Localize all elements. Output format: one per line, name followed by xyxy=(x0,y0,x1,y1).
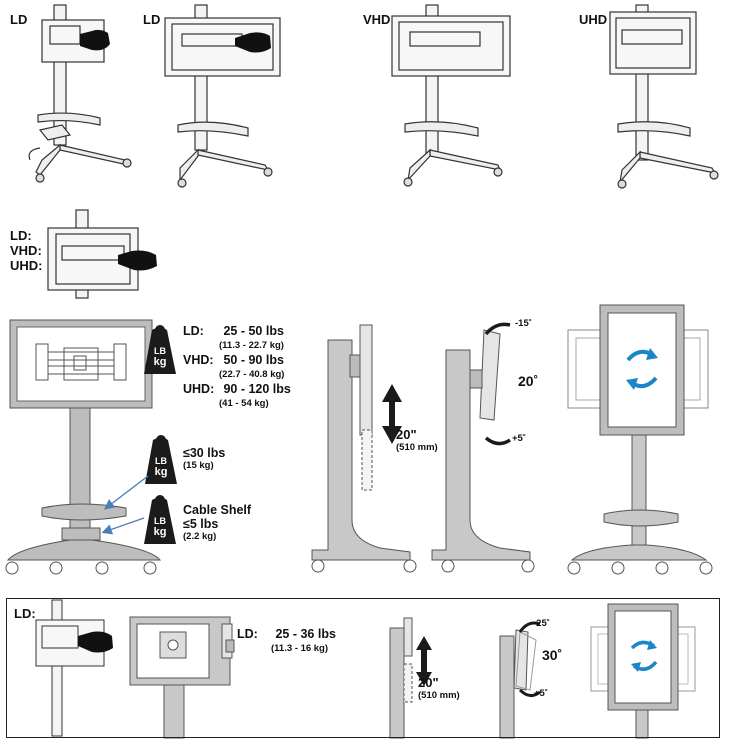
cart-ld-2 xyxy=(164,4,281,188)
bottom-tilt-down: +5˚ xyxy=(534,688,548,699)
cart-vhd xyxy=(391,4,511,187)
mid-labels: LD: VHD: UHD: xyxy=(10,228,43,273)
bottom-tilt-up: -25˚ xyxy=(533,618,550,629)
bottom-rotate-view xyxy=(590,603,696,739)
mid-label-vhd: VHD: xyxy=(10,243,42,258)
tilt-down-label: +5˚ xyxy=(512,433,526,444)
top-label-ld-2: LD xyxy=(143,12,161,27)
rotate-cart xyxy=(567,304,713,575)
rotate-arrow-down-icon xyxy=(484,436,511,446)
mid-label-ld: LD: xyxy=(10,228,32,243)
rotate-arrows-icon xyxy=(626,348,658,390)
weight-cart xyxy=(5,319,162,575)
rotate-arrow-up-icon xyxy=(484,322,511,336)
cart-ld-1 xyxy=(28,4,132,183)
hand-pointer-icon xyxy=(80,29,110,51)
rotate-arrow-down-icon-2 xyxy=(518,688,541,697)
up-down-arrow-icon xyxy=(382,384,402,444)
bottom-spec: LD: 25 - 36 lbs (11.3 - 16 kg) xyxy=(237,627,336,654)
hand-pointer-icon-4 xyxy=(78,631,113,653)
spec-ld: LD: 25 - 50 lbs (11.3 - 22.7 kg) xyxy=(183,324,284,351)
spec-cable-shelf: Cable Shelf ≤5 lbs (2.2 kg) xyxy=(183,503,252,542)
badge-text-2: LB kg xyxy=(154,456,168,478)
bottom-height-view xyxy=(389,617,413,739)
top-label-ld-1: LD xyxy=(10,12,28,27)
hand-pointer-icon-2 xyxy=(235,32,271,53)
mid-label-uhd: UHD: xyxy=(10,258,43,273)
pointer-arrow-icon xyxy=(103,475,149,510)
bottom-panel xyxy=(6,598,720,738)
height-spec: 20" (510 mm) xyxy=(396,427,438,454)
top-label-uhd: UHD xyxy=(579,12,608,27)
badge-text-3: LB kg xyxy=(153,516,167,538)
up-down-arrow-icon-2 xyxy=(416,636,432,686)
weight-badge-icon-3 xyxy=(144,495,176,544)
bottom-height-spec: 20" (510 mm) xyxy=(418,675,460,702)
tilt-side-view xyxy=(431,329,535,573)
hand-pointer-icon-3 xyxy=(118,250,157,271)
weight-badge-icon-2 xyxy=(145,435,177,484)
spec-uhd: UHD: 90 - 120 lbs (41 - 54 kg) xyxy=(183,382,291,409)
pointer-arrow-icon-2 xyxy=(101,517,145,535)
rotate-arrow-up-icon-2 xyxy=(518,621,541,633)
bottom-tilt-view xyxy=(499,629,537,739)
spec-vhd: VHD: 50 - 90 lbs (22.7 - 40.8 kg) xyxy=(183,353,285,380)
bottom-label-ld: LD: xyxy=(14,606,36,621)
badge-text-1: LB kg xyxy=(153,346,167,368)
weight-badge-icon xyxy=(144,325,176,374)
tilt-range-label: 20˚ xyxy=(518,373,539,389)
height-side-view xyxy=(311,324,417,573)
spec-shelf: ≤30 lbs (15 kg) xyxy=(183,446,226,471)
cart-uhd xyxy=(609,4,719,189)
rotate-arrows-icon-2 xyxy=(630,640,658,672)
bottom-tilt-range: 30˚ xyxy=(542,647,563,663)
tilt-up-label: -15˚ xyxy=(515,318,532,329)
bottom-weight-view xyxy=(129,616,235,739)
top-label-vhd: VHD xyxy=(363,12,391,27)
